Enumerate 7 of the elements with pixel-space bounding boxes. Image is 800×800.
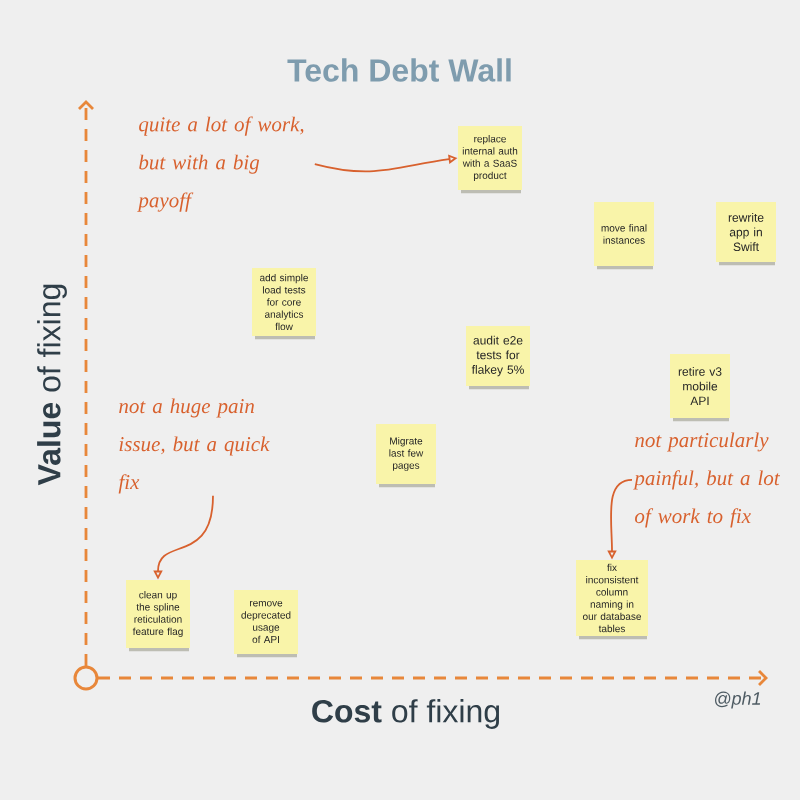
axis-title: Cost of fixing (312, 699, 500, 729)
title: Tech Debt Wall (287, 58, 511, 82)
annotation: quite a lot of work, but with a big payoff (137, 116, 304, 212)
annotation: not particularly painful, but a lot of work to fix (633, 432, 781, 528)
axis-title: Value of fixing (37, 284, 67, 486)
annotation: not a huge pain issue, but a quick fix (118, 398, 270, 494)
author-handle: @ph1 (715, 691, 761, 709)
